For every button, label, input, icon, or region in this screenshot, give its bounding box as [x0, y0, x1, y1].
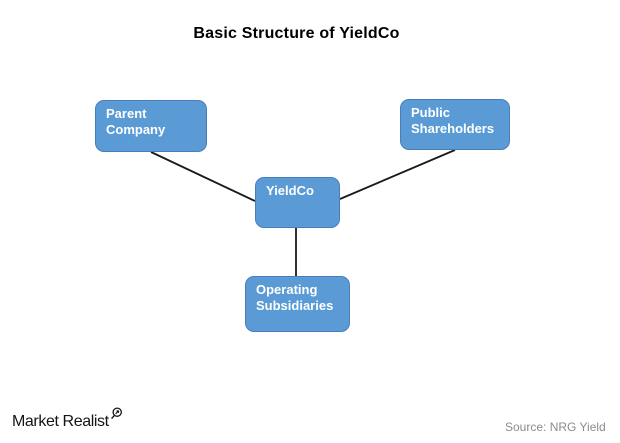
node-yieldco: YieldCo	[255, 177, 340, 228]
magnifier-icon	[110, 407, 123, 425]
node-public-shareholders: Public Shareholders	[400, 99, 510, 150]
brand-logo-text: Market Realist	[12, 413, 109, 430]
node-parent-company: Parent Company	[95, 100, 207, 152]
node-operating-subsidiaries: Operating Subsidiaries	[245, 276, 350, 332]
edge-parent-to-yieldco	[150, 151, 256, 202]
edge-shareholders-to-yieldco	[339, 149, 456, 200]
brand-logo: Market Realist	[12, 407, 122, 431]
diagram-title: Basic Structure of YieldCo	[193, 25, 400, 42]
source-credit: Source: NRG Yield	[505, 420, 606, 434]
